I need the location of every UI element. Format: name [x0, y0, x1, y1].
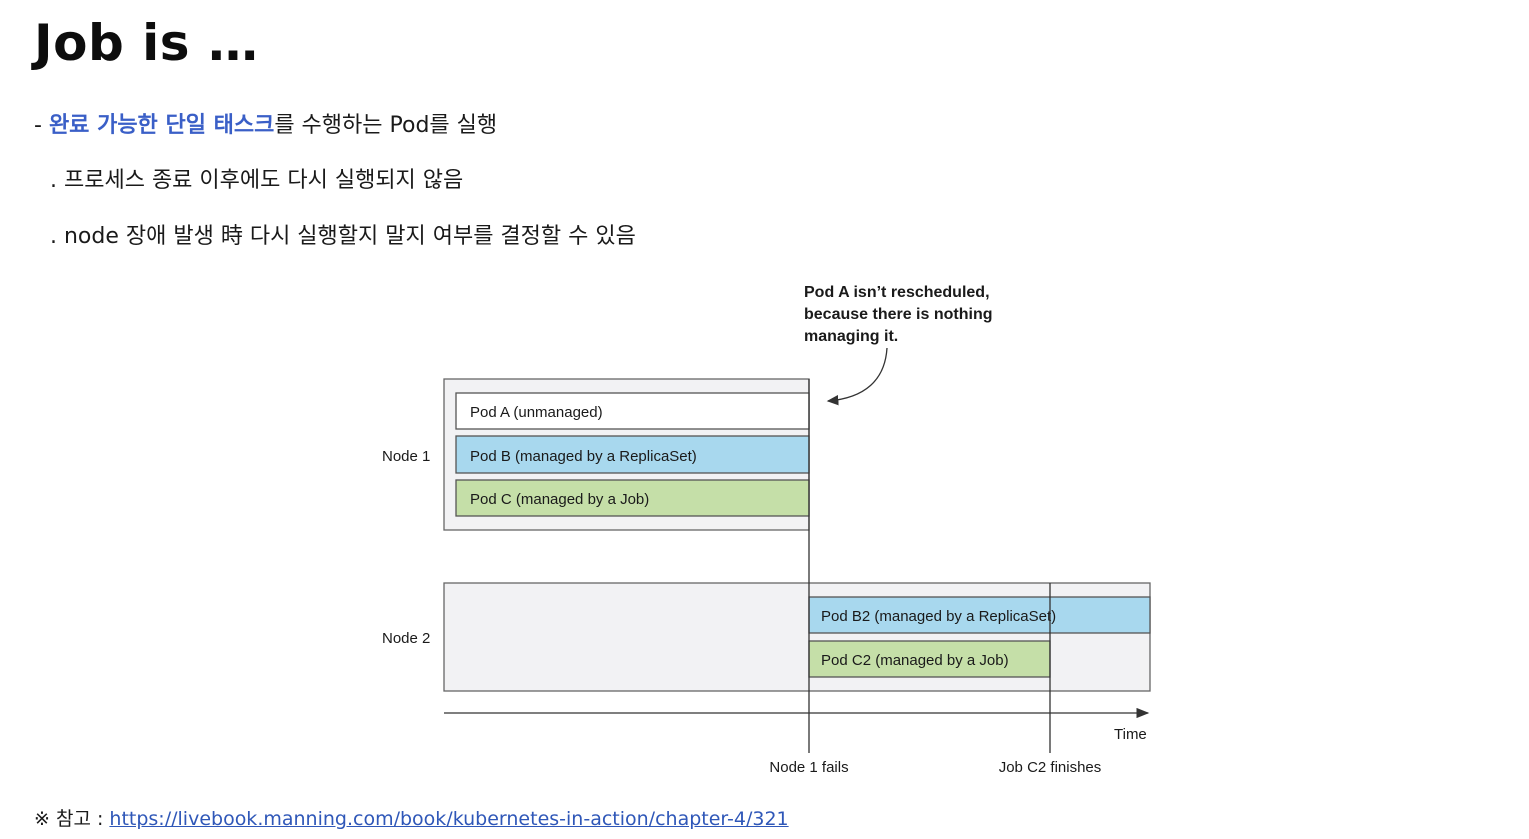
node1-fails-label: Node 1 fails	[769, 759, 848, 776]
page-title: Job is …	[34, 14, 259, 72]
pod-b2-label: Pod B2 (managed by a ReplicaSet)	[821, 608, 1056, 625]
diagram-svg: Pod A isn’t rescheduled, because there i…	[382, 284, 1151, 776]
bullet-suffix: 를 수행하는 Pod를 실행	[274, 113, 498, 138]
pod-c2-label: Pod C2 (managed by a Job)	[821, 652, 1009, 669]
reference-link[interactable]: https://livebook.manning.com/book/kubern…	[109, 808, 789, 830]
node2-label: Node 2	[382, 630, 430, 647]
job-timeline-diagram: Pod A isn’t rescheduled, because there i…	[360, 270, 1180, 790]
callout-line-2: because there is nothing	[804, 306, 992, 323]
pod-c2-box	[808, 640, 1051, 678]
pod-b-box	[455, 435, 810, 474]
reference-prefix: ※ 참고 :	[34, 808, 110, 830]
bullet-prefix: -	[34, 113, 49, 138]
reference-note: ※ 참고 : https://livebook.manning.com/book…	[34, 804, 789, 831]
pod-c-label: Pod C (managed by a Job)	[470, 491, 649, 508]
bullet-highlight: 완료 가능한 단일 태스크	[48, 113, 275, 138]
bullet-line-2: . 프로세스 종료 이후에도 다시 실행되지 않음	[50, 168, 464, 193]
pod-b-label: Pod B (managed by a ReplicaSet)	[470, 448, 697, 465]
callout-line-3: managing it.	[804, 328, 898, 345]
job-c2-finishes-label: Job C2 finishes	[999, 759, 1102, 776]
callout-line-1: Pod A isn’t rescheduled,	[804, 284, 990, 301]
callout-arrow	[826, 347, 888, 406]
pod-a-label: Pod A (unmanaged)	[470, 404, 603, 421]
pod-a-box	[455, 392, 810, 430]
bullet-line-1: - 완료 가능한 단일 태스크를 수행하는 Pod를 실행	[34, 107, 497, 139]
node1-label: Node 1	[382, 448, 430, 465]
bullet-line-3: . node 장애 발생 時 다시 실행할지 말지 여부를 결정할 수 있음	[50, 224, 636, 249]
time-axis-label: Time	[1114, 726, 1147, 743]
